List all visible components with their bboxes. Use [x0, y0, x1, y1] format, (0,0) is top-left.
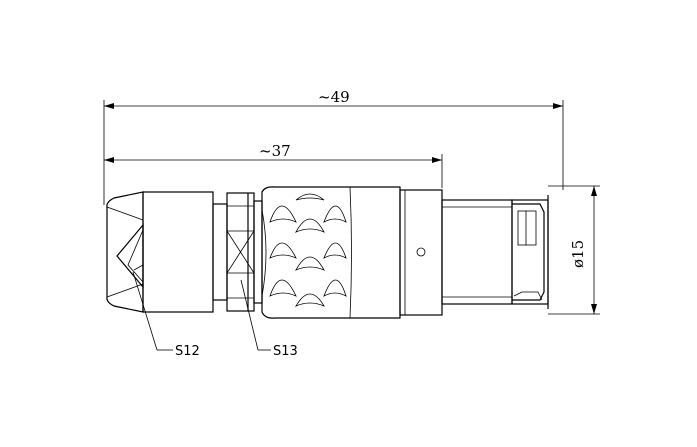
partial-length-dimension: ~37	[104, 142, 443, 188]
overall-length-label: ~49	[318, 88, 350, 106]
neck	[212, 203, 228, 301]
grip-sleeve	[261, 186, 401, 319]
callout-s12-label: S12	[175, 344, 200, 359]
diameter-dimension: ø15	[548, 185, 600, 315]
collar	[253, 200, 263, 304]
marker-dot	[416, 247, 426, 257]
callout-s13-label: S13	[273, 344, 298, 359]
rear-body	[441, 199, 513, 305]
callout-s13: S13	[240, 279, 298, 359]
callout-s12: S12	[132, 271, 200, 359]
connector-body	[106, 186, 549, 319]
latch-section	[511, 199, 549, 305]
nose-section	[106, 191, 144, 313]
rear-ring	[399, 189, 443, 316]
front-barrel	[142, 191, 214, 313]
overall-length-dimension: ~49	[103, 88, 564, 205]
diameter-label: ø15	[569, 240, 587, 268]
partial-length-label: ~37	[259, 142, 291, 160]
latch-window	[517, 210, 537, 246]
